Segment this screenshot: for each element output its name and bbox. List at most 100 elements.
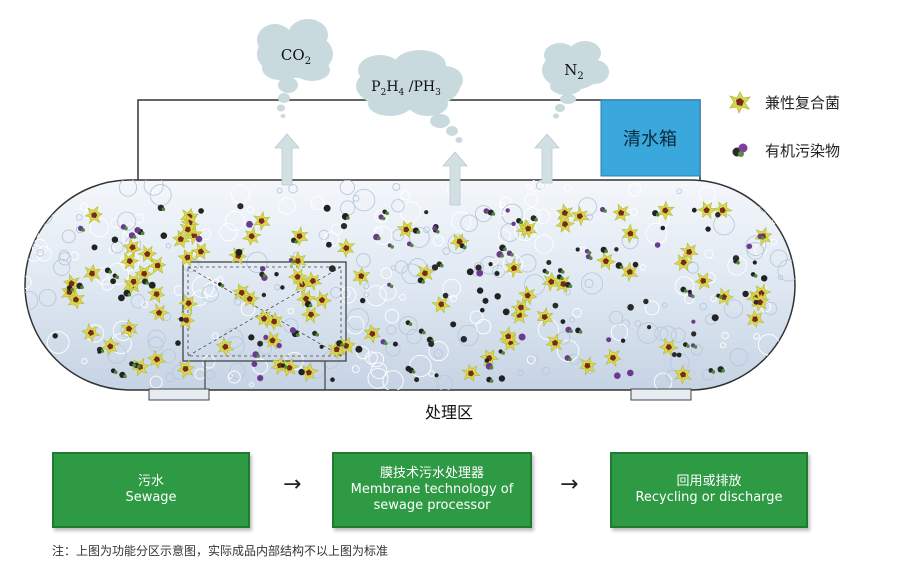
- bubble: [25, 372, 36, 389]
- pollutant-icon: [584, 249, 592, 255]
- bacteria-icon: [298, 362, 319, 383]
- bacteria-icon: [291, 226, 309, 247]
- bubble: [310, 195, 325, 211]
- bubble: [25, 291, 39, 310]
- bacteria-icon: [149, 303, 170, 322]
- bubble: [584, 278, 594, 288]
- pollutant-icon: [691, 207, 697, 213]
- pollutant-icon: [600, 246, 608, 254]
- pollutant-icon: [259, 271, 267, 278]
- bubble: [398, 316, 418, 336]
- bubble: [492, 264, 506, 278]
- bacteria-icon: [746, 309, 765, 328]
- pollutant-icon: [304, 300, 313, 308]
- pollutant-icon: [280, 285, 285, 290]
- pollutant-icon: [627, 304, 634, 311]
- pollutant-icon: [110, 278, 116, 285]
- bubble: [287, 307, 294, 315]
- bacteria-icon: [279, 358, 300, 378]
- pollutant-icon: [66, 285, 74, 292]
- pollutant-icon: [392, 341, 398, 347]
- bubble: [690, 343, 703, 356]
- bubble: [143, 180, 164, 196]
- bacteria-icon: [579, 356, 597, 376]
- pollutant-icon: [671, 352, 677, 358]
- bubble: [205, 370, 215, 380]
- bubble: [148, 336, 164, 352]
- bubble: [409, 227, 430, 248]
- flow-arrow-2: →: [560, 472, 579, 497]
- bubble: [763, 301, 778, 316]
- bubble: [173, 285, 185, 296]
- bubble: [563, 184, 572, 192]
- pollutant-icon: [128, 232, 137, 239]
- pollutant-icon: [506, 250, 514, 257]
- footnote: 注：上图为功能分区示意图，实际成品内部结构不以上图为标准: [52, 544, 389, 558]
- pollutant-icon: [761, 275, 768, 282]
- bubble: [526, 355, 536, 365]
- pollutant-icon: [752, 260, 757, 265]
- pollutant-icon: [281, 363, 288, 369]
- bubble: [475, 318, 492, 335]
- pollutant-icon: [237, 203, 244, 210]
- bubble: [134, 213, 145, 224]
- pollutant-icon: [606, 337, 612, 343]
- pollutant-icon: [585, 254, 593, 261]
- pollutant-icon: [328, 265, 336, 272]
- pollutant-icon: [499, 244, 507, 252]
- pollutant-icon: [104, 267, 113, 274]
- bacteria-icon: [461, 363, 481, 382]
- bubble: [629, 208, 638, 217]
- pollutant-icon: [110, 368, 118, 375]
- bubble: [639, 264, 647, 271]
- pollutant-icon: [627, 369, 634, 377]
- bubble: [367, 367, 389, 389]
- gas-label-p2h4: P2H4 /PH3: [371, 79, 441, 98]
- pollutant-icon: [476, 287, 484, 294]
- bubble: [46, 331, 70, 354]
- pollutant-icon: [687, 289, 692, 294]
- pollutant-icon: [380, 339, 388, 346]
- bubble: [165, 243, 172, 249]
- pollutant-icon: [505, 208, 510, 213]
- pollutant-icon: [274, 272, 279, 277]
- bacteria-icon: [729, 91, 751, 115]
- pollutant-icon: [123, 289, 132, 297]
- bubble: [352, 188, 376, 212]
- bubble: [339, 286, 357, 304]
- bubble: [580, 246, 586, 252]
- bacteria-icon: [449, 233, 470, 251]
- bubble: [392, 182, 401, 191]
- pollutant-icon: [753, 299, 759, 305]
- pollutant-icon: [746, 243, 753, 250]
- pollutant-icon: [134, 227, 141, 234]
- bubble: [428, 370, 435, 377]
- bubble: [382, 370, 404, 390]
- pollutant-icon: [246, 220, 253, 228]
- pollutant-icon: [326, 241, 332, 248]
- bacteria-icon: [312, 290, 332, 310]
- bacteria-icon: [352, 267, 371, 286]
- bacteria-icon: [232, 283, 251, 303]
- pollutant-icon: [620, 338, 626, 343]
- up-arrow-n2: [534, 133, 560, 184]
- bubble: [58, 249, 70, 261]
- pollutant-icon: [557, 268, 565, 274]
- bubble: [229, 362, 246, 380]
- pollutant-icon: [323, 204, 331, 212]
- bubble: [363, 292, 369, 298]
- pollutant-icon: [414, 377, 420, 383]
- pollutant-icon: [494, 293, 501, 300]
- bacteria-icon: [178, 293, 199, 313]
- bubble: [202, 355, 216, 369]
- bubble: [530, 180, 544, 193]
- pollutant-icon: [257, 375, 264, 382]
- bacteria-icon: [215, 336, 235, 358]
- bubble: [518, 254, 537, 273]
- pollutant-icon: [498, 375, 506, 382]
- bubble: [710, 295, 717, 302]
- pollutant-icon: [97, 349, 102, 354]
- pollutant-icon: [52, 333, 58, 339]
- pollutant-icon: [487, 209, 496, 216]
